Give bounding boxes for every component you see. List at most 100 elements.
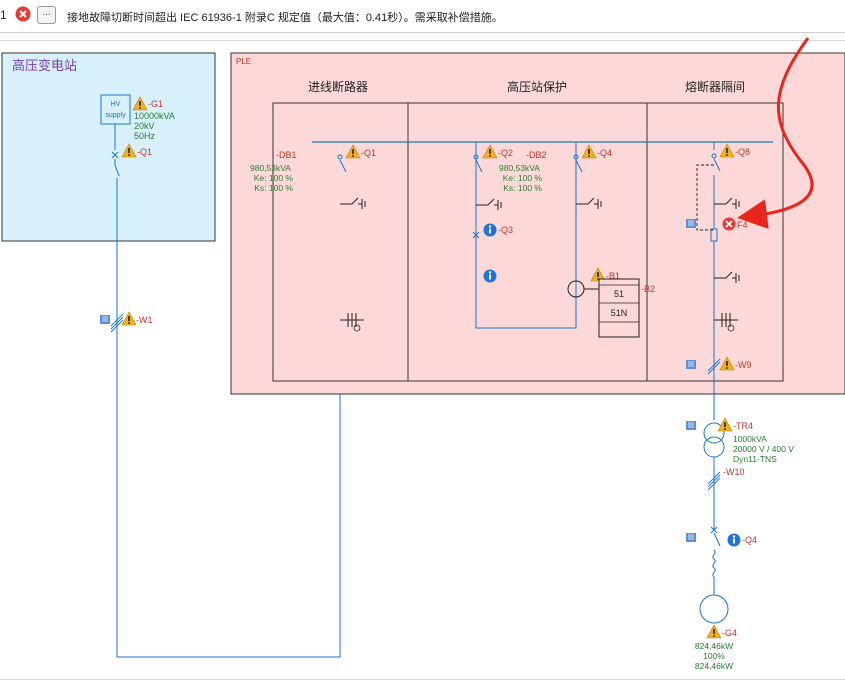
lv-q4-tag: -Q4 [742, 535, 757, 545]
warning-icon[interactable] [121, 311, 137, 326]
book-icon[interactable] [685, 420, 697, 431]
generator-g4[interactable] [699, 594, 729, 624]
disconnector-symbol[interactable] [573, 154, 579, 160]
hv-q1-tag: -Q1 [137, 147, 152, 157]
transformer-secondary-winding[interactable] [703, 436, 725, 458]
w1-tag: -W1 [136, 315, 153, 325]
db2-ke: Ke: 100 % [503, 173, 543, 183]
disconnector-symbol[interactable] [473, 154, 479, 160]
g1-voltage: 20kV [134, 121, 155, 131]
g4-tag: -G4 [722, 628, 737, 638]
ple-q4-tag: -Q4 [597, 148, 612, 158]
book-icon[interactable] [685, 218, 697, 229]
f4-tag: F4 [737, 220, 748, 230]
switchgear-frame [272, 102, 784, 382]
breaker-symbol[interactable] [111, 151, 119, 159]
ground-symbol [361, 199, 366, 209]
cable-symbol [707, 471, 721, 491]
cable-terminal-symbol [714, 313, 738, 327]
ple-q1-tag: -Q1 [361, 148, 376, 158]
info-icon[interactable] [727, 533, 741, 547]
cable-symbol [707, 358, 721, 375]
cable-terminal-symbol [340, 313, 364, 327]
disconnector-symbol[interactable] [711, 153, 717, 159]
w1-cable[interactable] [116, 143, 341, 658]
breaker-symbol[interactable] [472, 231, 480, 239]
book-icon[interactable] [685, 359, 697, 370]
tr4-voltage: 20000 V / 400 V [733, 444, 794, 454]
switch-contact [713, 158, 721, 172]
db1-power: 980,53kVA [250, 163, 291, 173]
tr4-power: 1000kVA [733, 434, 767, 444]
tr4-vector-group: Dyn11-TNS [733, 454, 777, 464]
error-bar: 1 ... 接地故障切断时间超出 IEC 61936-1 附录C 规定值（最大值… [0, 0, 845, 33]
hv-station-title: 高压变电站 [12, 58, 77, 73]
ground-symbol [497, 200, 502, 210]
w10-tag: -W10 [723, 467, 745, 477]
switch-contact [713, 532, 721, 547]
q8-tag: -Q8 [735, 147, 750, 157]
switch-contact [475, 159, 483, 173]
g4-percent: 100% [703, 651, 725, 661]
callout-arrow [737, 37, 814, 230]
db2-power: 980,53kVA [499, 163, 540, 173]
error-icon [15, 6, 31, 22]
w9-tag: -W9 [735, 360, 752, 370]
mechanical-interlock [696, 164, 714, 231]
g4-power-2: 824,46kW [695, 661, 733, 671]
db1-ke: Ke: 100 % [254, 173, 294, 183]
earthing-switch[interactable] [576, 197, 598, 205]
hv-supply-box[interactable] [100, 94, 131, 125]
earthing-switch[interactable] [340, 197, 362, 205]
hv-protection-title: 高压站保护 [507, 79, 567, 94]
g4-power: 824,46kW [695, 641, 733, 651]
relay-function-51: 51 [614, 289, 624, 299]
relay-function-51n: 51N [611, 308, 628, 318]
g1-tag: -G1 [148, 99, 163, 109]
top-divider [0, 40, 845, 41]
bottom-divider [0, 679, 845, 680]
hv-station-box[interactable] [1, 52, 216, 242]
db2-ks: Ks: 100 % [503, 183, 542, 193]
error-icon[interactable] [721, 216, 737, 232]
earthing-switch[interactable] [476, 198, 498, 206]
fuse-compartment-title: 熔断器隔间 [685, 79, 745, 94]
ground-symbol [735, 273, 740, 283]
db2-tag: -DB2 [526, 150, 547, 160]
transformer-primary-winding[interactable] [703, 422, 725, 444]
terminal-circle [353, 324, 361, 332]
q2-tag: -Q2 [498, 148, 513, 158]
hv-supply-label-2: supply [105, 112, 126, 119]
ple-area[interactable] [230, 52, 845, 395]
db1-ks: Ks: 100 % [254, 183, 293, 193]
g1-frequency: 50Hz [134, 131, 156, 141]
terminal-circle [727, 324, 735, 332]
earthing-switch[interactable] [714, 197, 736, 205]
b2-tag: -B2 [641, 284, 655, 294]
cable-symbol [110, 313, 124, 333]
book-icon[interactable] [99, 314, 111, 325]
g1-power: 10000kVA [134, 111, 175, 121]
b1-tag: -B1 [606, 271, 620, 281]
switch-contact [575, 159, 583, 173]
book-icon[interactable] [685, 532, 697, 543]
q3-tag: -Q3 [498, 225, 513, 235]
protection-relay-b2[interactable] [598, 278, 640, 338]
info-icon[interactable] [483, 269, 497, 283]
ple-label: PLE [236, 57, 251, 66]
tr4-tag: -TR4 [733, 421, 753, 431]
hv-supply-label-1: HV [111, 101, 121, 108]
switch-contact [114, 164, 120, 177]
error-index: 1 [0, 8, 7, 22]
breaker-symbol[interactable] [710, 526, 718, 534]
switch-contact [339, 159, 347, 173]
info-icon[interactable] [483, 223, 497, 237]
warning-icon[interactable] [706, 624, 722, 639]
inductor-symbol [712, 549, 716, 578]
disconnector-symbol[interactable] [337, 154, 343, 160]
incoming-breaker-title: 进线断路器 [308, 79, 368, 94]
more-button[interactable]: ... [37, 6, 56, 24]
earthing-switch[interactable] [714, 271, 736, 279]
db1-tag: -DB1 [276, 150, 297, 160]
